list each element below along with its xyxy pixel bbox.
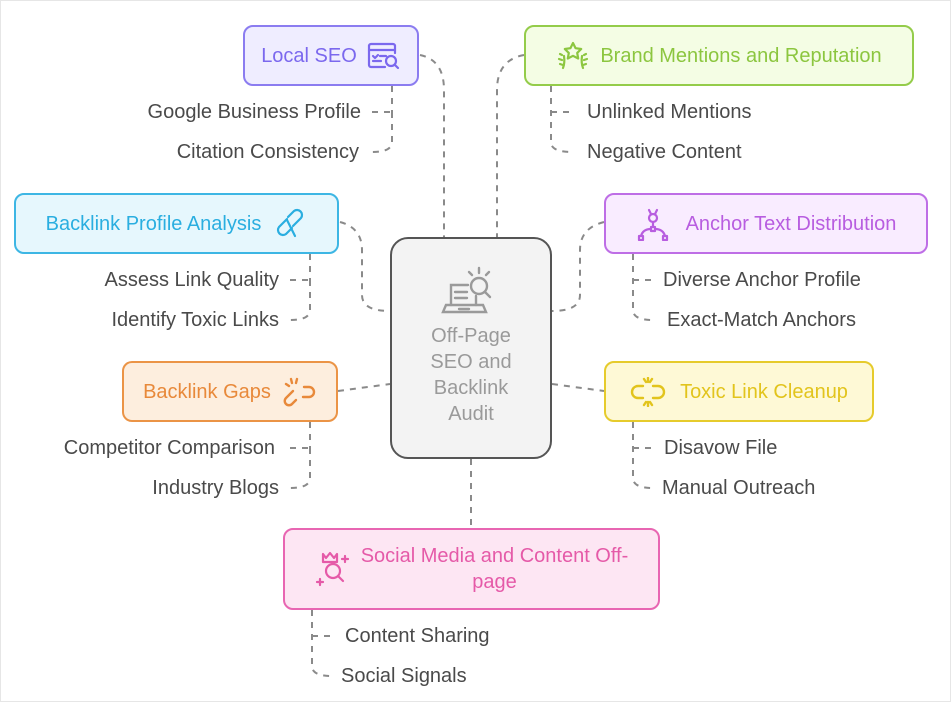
branch-backlink-gaps[interactable]: Backlink Gaps xyxy=(122,361,338,422)
branch-local-seo[interactable]: Local SEO xyxy=(243,25,419,86)
leaf-industry-blogs: Industry Blogs xyxy=(152,477,279,499)
center-title-line: Off-Page xyxy=(431,325,511,347)
branch-label: Backlink Profile Analysis xyxy=(45,212,262,235)
branch-label: Local SEO xyxy=(261,44,357,67)
center-title-line: Audit xyxy=(448,403,494,425)
branch-backlink-profile[interactable]: Backlink Profile Analysis xyxy=(14,193,339,254)
leaf-social-signals: Social Signals xyxy=(341,665,467,687)
leaf-disavow-file: Disavow File xyxy=(664,437,778,459)
laptop-search-icon xyxy=(441,266,492,314)
vector-pen-icon xyxy=(637,208,668,241)
branch-label: Anchor Text Distribution xyxy=(685,212,897,235)
leaf-competitor-comparison: Competitor Comparison xyxy=(63,437,275,459)
leaf-exact-match-anchors: Exact-Match Anchors xyxy=(667,309,856,331)
branch-anchor-text[interactable]: Anchor Text Distribution xyxy=(604,193,928,254)
branch-label: Backlink Gaps xyxy=(143,380,271,403)
center-title: Off-Page SEO and Backlink Audit xyxy=(430,323,511,427)
branch-label-line: page xyxy=(472,571,517,593)
center-title-line: SEO and xyxy=(430,351,512,373)
branch-label: Brand Mentions and Reputation xyxy=(600,44,882,67)
leaf-google-business-profile: Google Business Profile xyxy=(147,101,361,123)
crown-search-icon xyxy=(315,551,349,587)
star-laurel-icon xyxy=(558,41,589,69)
leaf-identify-toxic-links: Identify Toxic Links xyxy=(111,309,280,331)
leaf-assess-link-quality: Assess Link Quality xyxy=(104,269,279,291)
leaf-citation-consistency: Citation Consistency xyxy=(176,141,359,163)
broken-link-icon xyxy=(283,377,316,406)
browser-search-icon xyxy=(367,42,399,69)
branch-label: Social Media and Content Off- page xyxy=(361,543,629,595)
leaf-manual-outreach: Manual Outreach xyxy=(662,477,816,499)
center-node[interactable]: Off-Page SEO and Backlink Audit xyxy=(390,237,552,459)
leaf-diverse-anchor-profile: Diverse Anchor Profile xyxy=(663,269,861,291)
leaf-negative-content: Negative Content xyxy=(587,141,742,163)
branch-label-line: Social Media and Content Off- xyxy=(360,545,629,567)
link-icon xyxy=(277,208,304,237)
leaf-content-sharing: Content Sharing xyxy=(345,625,490,647)
branch-social-media[interactable]: Social Media and Content Off- page xyxy=(283,528,660,610)
branch-toxic-cleanup[interactable]: Toxic Link Cleanup xyxy=(604,361,874,422)
branch-brand-mentions[interactable]: Brand Mentions and Reputation xyxy=(524,25,914,86)
center-title-line: Backlink xyxy=(433,377,509,399)
branch-label: Toxic Link Cleanup xyxy=(680,380,848,403)
unlink-icon xyxy=(630,376,666,407)
leaf-unlinked-mentions: Unlinked Mentions xyxy=(587,101,752,123)
